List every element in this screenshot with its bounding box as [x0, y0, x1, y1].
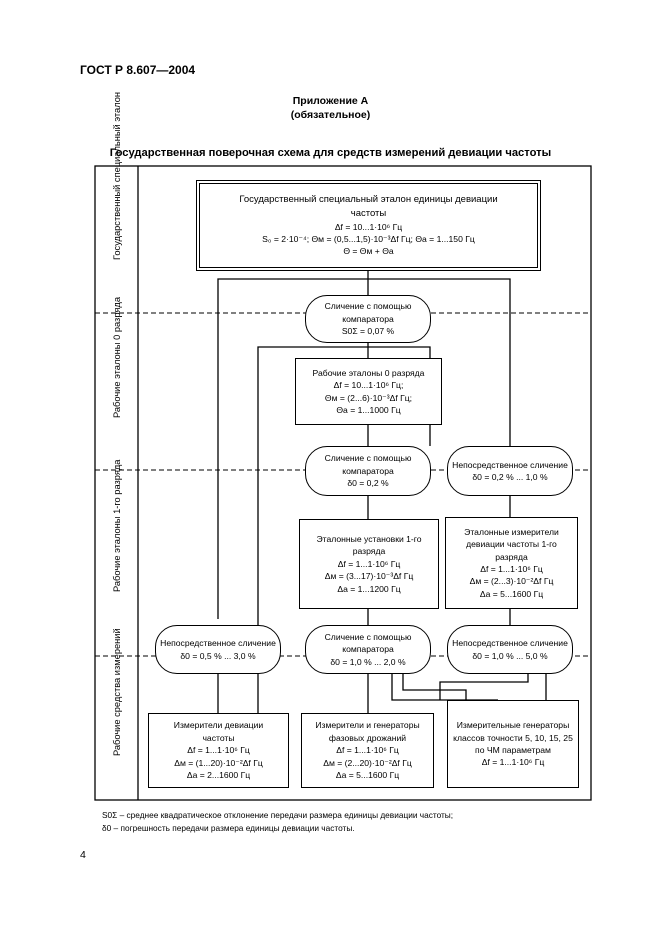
- direct-right-value: δ0 = 1,0 % ... 5,0 %: [472, 650, 548, 661]
- tool-a-line1: Δf = 1...1·10⁶ Гц: [187, 745, 250, 756]
- comparator-top-box: Сличение с помощью компаратора S0Σ = 0,0…: [305, 295, 431, 343]
- meter1-line3: Δа = 5...1600 Гц: [479, 588, 544, 599]
- tool-a-line2: Δм = (1...20)·10⁻²Δf Гц: [174, 757, 263, 768]
- appendix-subtitle: (обязательное): [290, 109, 371, 121]
- tool-c-line1: Δf = 1...1·10⁶ Гц: [481, 757, 545, 768]
- install1-line3: Δа = 1...1200 Гц: [337, 583, 401, 594]
- diagram-title: Государственная поверочная схема для сре…: [109, 147, 552, 159]
- comparator-top-title: Сличение с помощью компаратора: [324, 301, 412, 324]
- tool-b-box: Измерители и генераторы фазовых дрожаний…: [301, 713, 434, 788]
- work0-box: Рабочие эталоны 0 разряда Δf = 10...1·10…: [295, 358, 442, 425]
- tool-b-line1: Δf = 1...1·10⁶ Гц: [336, 745, 399, 756]
- work0-line3: Θа = 1...1000 Гц: [336, 404, 401, 415]
- state-standard-box: Государственный специальный эталон едини…: [196, 180, 541, 271]
- level-label-tools: Рабочие средства измерений: [111, 628, 122, 757]
- work0-line2: Θм = (2...6)·10⁻³Δf Гц;: [324, 392, 413, 403]
- meter1-line2: Δм = (2...3)·10⁻²Δf Гц: [469, 576, 554, 587]
- meter1-title: Эталонные измерители девиации частоты 1-…: [464, 526, 559, 562]
- state-standard-line1: Δf = 10...1·10⁶ Гц: [334, 221, 403, 232]
- level-label-state-standard: Государственный специальный эталон: [111, 91, 122, 261]
- comparator-mid-value: δ0 = 0,2 %: [347, 478, 389, 489]
- appendix-title: Приложение А: [292, 95, 369, 107]
- tool-a-line3: Δа = 2...1600 Гц: [186, 770, 251, 781]
- tool-b-line2: Δм = (2...20)·10⁻²Δf Гц: [323, 757, 412, 768]
- direct-mid-box: Непосредственное сличение δ0 = 0,2 % ...…: [447, 446, 573, 496]
- install1-line1: Δf = 1...1·10⁶ Гц: [337, 558, 401, 569]
- tool-b-title: Измерители и генераторы фазовых дрожаний: [315, 720, 420, 743]
- direct-left-title: Непосредственное сличение: [160, 638, 276, 649]
- direct-left-value: δ0 = 0,5 % ... 3,0 %: [180, 650, 256, 661]
- comparator-top-value: S0Σ = 0,07 %: [341, 326, 395, 337]
- direct-right-title: Непосредственное сличение: [452, 638, 568, 649]
- direct-mid-value: δ0 = 0,2 % ... 1,0 %: [472, 472, 548, 482]
- comparator-low-title: Сличение с помощью компаратора: [324, 631, 412, 655]
- install1-title: Эталонные установки 1-го разряда: [316, 533, 422, 557]
- tool-a-box: Измерители девиации частоты Δf = 1...1·1…: [148, 713, 289, 788]
- tool-b-line3: Δа = 5...1600 Гц: [335, 770, 400, 781]
- direct-mid-title: Непосредственное сличение: [452, 459, 568, 470]
- direct-left-box: Непосредственное сличение δ0 = 0,5 % ...…: [155, 625, 281, 674]
- state-standard-title: Государственный специальный эталон едини…: [239, 194, 498, 219]
- tool-c-title: Измерительные генераторы классов точност…: [453, 720, 573, 755]
- comparator-low-value: δ0 = 1,0 % ... 2,0 %: [330, 656, 406, 667]
- level-label-work0: Рабочие эталоны 0 разряда: [111, 296, 122, 419]
- state-standard-line2: S₀ = 2·10⁻⁴; Θм = (0,5...1,5)·10⁻³Δf Гц;…: [262, 234, 475, 245]
- note-delta: δ0 – погрешность передачи размера единиц…: [102, 823, 355, 833]
- tool-a-title: Измерители девиации частоты: [173, 720, 264, 743]
- note-sigma: S0Σ – среднее квадратическое отклонение …: [102, 810, 454, 820]
- document-id: ГОСТ Р 8.607—2004: [80, 63, 196, 77]
- tool-c-box: Измерительные генераторы классов точност…: [447, 700, 579, 788]
- direct-right-box: Непосредственное сличение δ0 = 1,0 % ...…: [447, 625, 573, 674]
- install1-box: Эталонные установки 1-го разряда Δf = 1.…: [299, 519, 439, 609]
- meter1-line1: Δf = 1...1·10⁶ Гц: [480, 564, 543, 574]
- install1-line2: Δм = (3...17)·10⁻³Δf Гц: [324, 571, 414, 582]
- work0-title: Рабочие эталоны 0 разряда: [312, 367, 425, 378]
- level-label-work1: Рабочие эталоны 1-го разряда: [111, 459, 122, 593]
- comparator-low-box: Сличение с помощью компаратора δ0 = 1,0 …: [305, 625, 431, 674]
- comparator-mid-box: Сличение с помощью компаратора δ0 = 0,2 …: [305, 446, 431, 496]
- meter1-box: Эталонные измерители девиации частоты 1-…: [445, 517, 578, 609]
- comparator-mid-title: Сличение с помощью компаратора: [324, 453, 412, 476]
- state-standard-line3: Θ = Θм + Θа: [343, 246, 394, 257]
- work0-line1: Δf = 10...1·10⁶ Гц;: [333, 380, 404, 391]
- page-number: 4: [80, 849, 86, 861]
